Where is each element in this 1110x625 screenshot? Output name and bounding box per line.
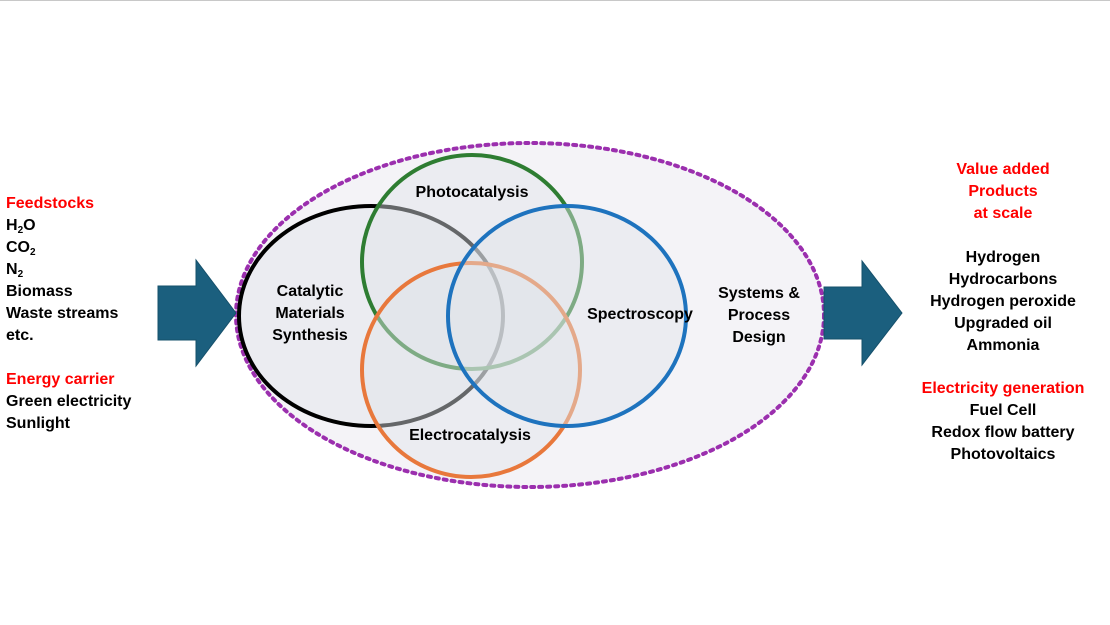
electricity-generation-list: Electricity generation Fuel Cell Redox f… <box>903 378 1103 466</box>
products-heading-line: at scale <box>973 205 1033 222</box>
energy-carrier-heading: Energy carrier <box>6 371 115 388</box>
electrocatalysis-label: Electrocatalysis <box>409 427 531 444</box>
catalytic-materials-circle <box>237 204 505 428</box>
photocatalysis-label: Photocatalysis <box>415 184 529 201</box>
products-heading-line: Value added <box>956 161 1050 178</box>
output-arrow <box>823 259 903 367</box>
systems-process-design-label: Systems & Process Design <box>718 285 800 346</box>
electricity-generation-heading: Electricity generation <box>921 380 1085 397</box>
electricity-item: Fuel Cell <box>969 402 1037 419</box>
energy-carrier-item: Sunlight <box>6 415 70 432</box>
input-arrow <box>157 258 237 368</box>
product-item: Hydrogen <box>965 249 1041 266</box>
feedstock-co2: CO2 <box>6 239 36 258</box>
electricity-item: Redox flow battery <box>931 424 1075 441</box>
feedstock-biomass: Biomass <box>6 283 73 300</box>
product-item: Ammonia <box>966 337 1040 354</box>
product-item: Upgraded oil <box>954 315 1052 332</box>
feedstocks-heading: Feedstocks <box>6 195 95 212</box>
products-column: Value added Products at scale <box>903 159 1103 225</box>
product-item: Hydrocarbons <box>948 271 1058 288</box>
product-item: Hydrogen peroxide <box>930 293 1076 310</box>
feedstock-waste-streams: Waste streams <box>6 305 119 322</box>
top-border-line <box>0 0 1110 1</box>
spectroscopy-label: Spectroscopy <box>587 306 693 323</box>
feedstock-water: H2O <box>6 217 36 236</box>
products-list: Hydrogen Hydrocarbons Hydrogen peroxide … <box>903 247 1103 357</box>
electricity-item: Photovoltaics <box>950 446 1056 463</box>
spectroscopy-circle <box>446 204 688 428</box>
electrocatalysis-circle <box>360 261 582 479</box>
energy-carrier-item: Green electricity <box>6 393 132 410</box>
feedstock-etc: etc. <box>6 327 34 344</box>
catalytic-materials-label: Catalytic Materials Synthesis <box>272 283 348 344</box>
products-heading-line: Products <box>968 183 1038 200</box>
feedstock-n2: N2 <box>6 261 24 280</box>
inputs-column: Feedstocks H2O CO2 N2 Biomass Waste stre… <box>6 193 131 435</box>
